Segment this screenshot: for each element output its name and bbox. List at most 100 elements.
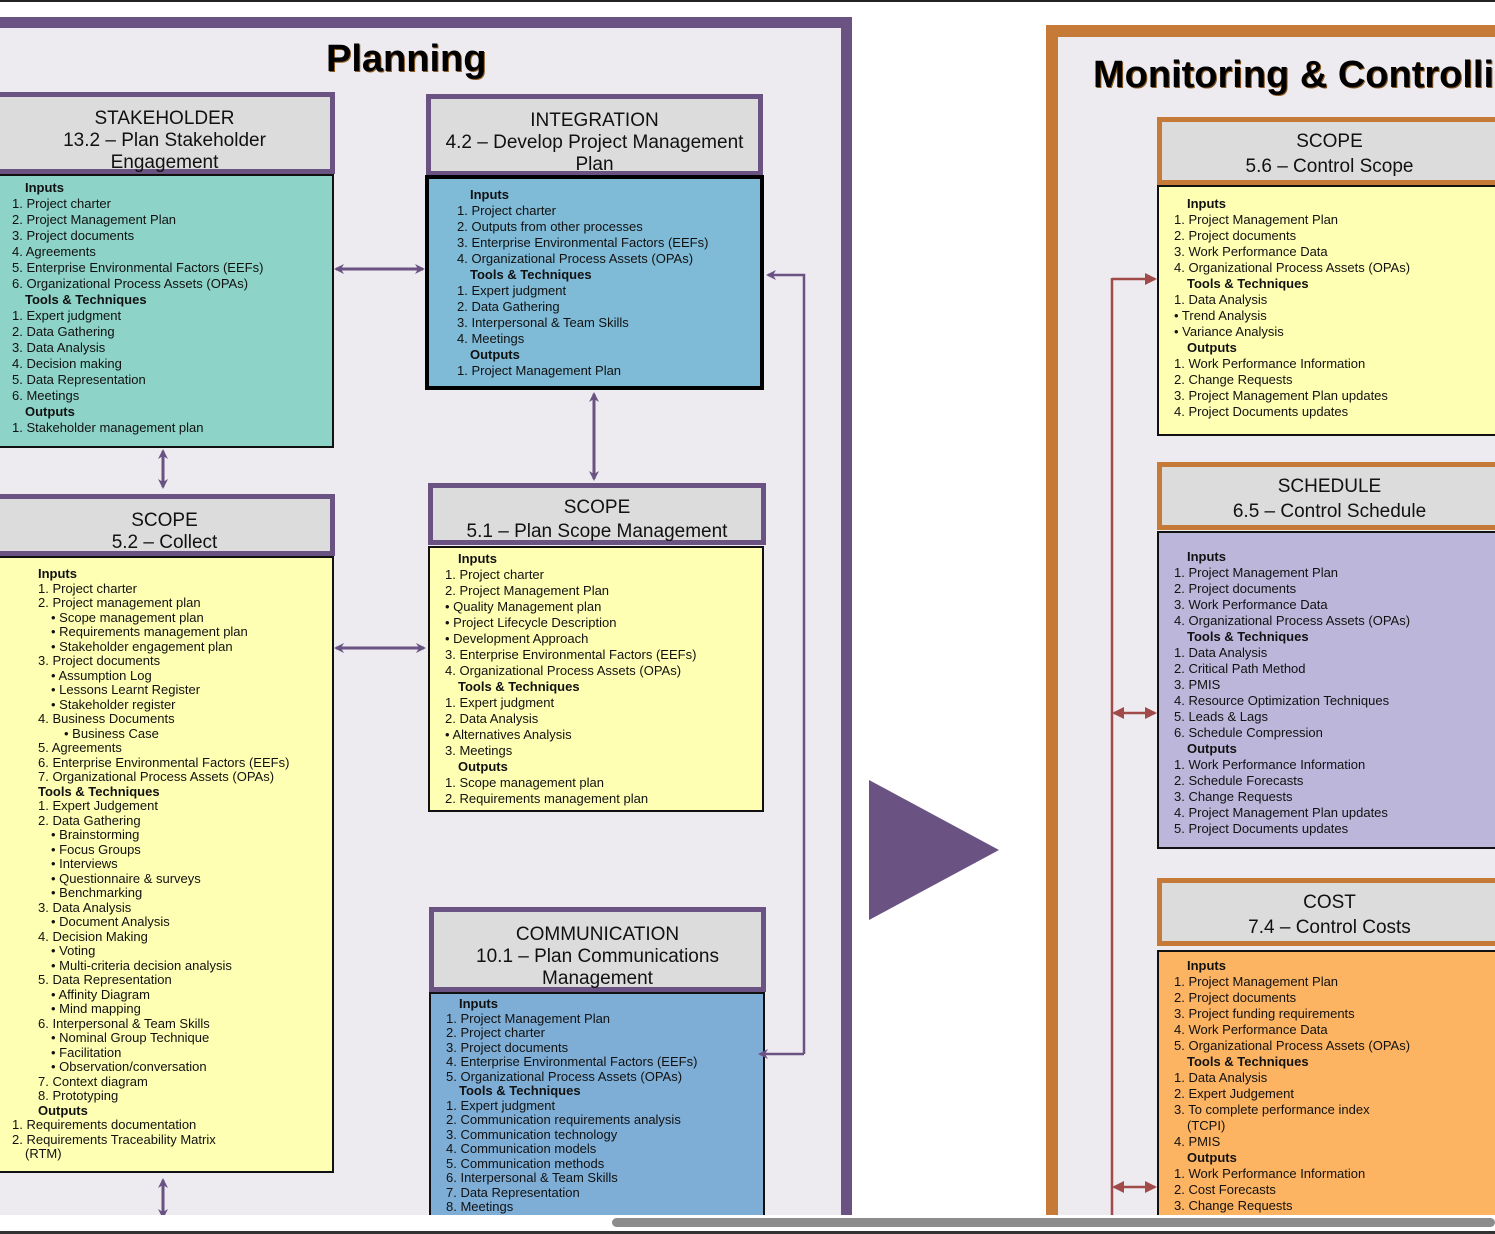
scope-plan-process: 5.1 – Plan Scope Management bbox=[466, 521, 728, 542]
list-item: • Project Lifecycle Description bbox=[445, 615, 617, 630]
list-item: 1. Expert Judgement bbox=[38, 798, 158, 813]
list-item: 3. To complete performance index bbox=[1174, 1102, 1370, 1117]
list-item: • Lessons Learnt Register bbox=[51, 682, 201, 697]
list-item: • Focus Groups bbox=[51, 841, 141, 857]
list-item: 5. Leads & Lags bbox=[1174, 709, 1268, 724]
list-item: 1. Scope management plan bbox=[445, 775, 604, 790]
list-item: 3. Data Analysis bbox=[38, 899, 132, 915]
list-item: • Affinity Diagram bbox=[51, 986, 150, 1002]
list-item: 5. Data Representation bbox=[12, 372, 146, 387]
communication-process: 10.1 – Plan Communications bbox=[476, 946, 719, 967]
scope-collect-header: SCOPE 5.2 – Collect bbox=[0, 494, 335, 556]
window-top-border bbox=[0, 0, 1495, 2]
communication-process-cont: Management bbox=[542, 968, 653, 989]
list-item: • Mind mapping bbox=[51, 1001, 141, 1016]
list-item: • Business Case bbox=[64, 725, 159, 741]
list-item: 1. Stakeholder management plan bbox=[12, 420, 204, 435]
list-item: 6. Organizational Process Assets (OPAs) bbox=[12, 276, 249, 291]
list-item: 5. Enterprise Environmental Factors (EEF… bbox=[12, 260, 264, 275]
list-item: 1. Expert judgment bbox=[457, 283, 567, 298]
section-heading: Inputs bbox=[1187, 549, 1226, 564]
list-item: 2. Project documents bbox=[1174, 228, 1297, 243]
list-item: 1. Expert judgment bbox=[445, 695, 555, 710]
list-item: 2. Change Requests bbox=[1174, 372, 1293, 387]
list-item: 6. Interpersonal & Team Skills bbox=[446, 1170, 618, 1185]
list-item: 2. Data Gathering bbox=[38, 812, 141, 828]
list-item: 3. Project Management Plan updates bbox=[1174, 388, 1388, 403]
list-item: 5. Organizational Process Assets (OPAs) bbox=[1174, 1038, 1411, 1053]
list-item: 1. Project charter bbox=[457, 203, 556, 218]
scope-plan-header: SCOPE 5.1 – Plan Scope Management bbox=[428, 483, 766, 545]
list-item: 7. Data Representation bbox=[446, 1184, 580, 1200]
list-item: 1. Expert judgment bbox=[12, 308, 122, 323]
list-item: • Nominal Group Technique bbox=[51, 1030, 210, 1045]
scope-control-area: SCOPE bbox=[1296, 131, 1363, 152]
list-item: 3. Enterprise Environmental Factors (EEF… bbox=[445, 647, 697, 662]
list-item: 1. Work Performance Information bbox=[1174, 757, 1366, 772]
list-item: 4. Business Documents bbox=[38, 711, 175, 726]
section-heading: Outputs bbox=[458, 759, 508, 774]
list-item: 4. Enterprise Environmental Factors (EEF… bbox=[446, 1054, 698, 1069]
list-item: 3. Project documents bbox=[38, 653, 161, 668]
section-heading: Outputs bbox=[1187, 741, 1237, 756]
list-item: 3. Work Performance Data bbox=[1174, 597, 1328, 612]
scope-plan-area: SCOPE bbox=[563, 497, 631, 518]
cost-control-area: COST bbox=[1303, 892, 1356, 913]
section-heading: Tools & Techniques bbox=[1187, 1054, 1309, 1069]
list-item: 2. Project documents bbox=[1174, 581, 1297, 596]
list-item: 2. Data Analysis bbox=[445, 711, 539, 726]
section-heading: Tools & Techniques bbox=[38, 783, 160, 799]
list-item: • Variance Analysis bbox=[1174, 324, 1284, 339]
list-item: 5. Communication methods bbox=[446, 1155, 605, 1171]
list-item: 4. Organizational Process Assets (OPAs) bbox=[457, 251, 694, 266]
horizontal-scrollbar-thumb[interactable] bbox=[612, 1218, 1495, 1227]
list-item: 2. Cost Forecasts bbox=[1174, 1182, 1276, 1197]
list-item: • Stakeholder register bbox=[51, 696, 176, 712]
list-item: 4. Meetings bbox=[457, 331, 525, 346]
list-item: 4. Work Performance Data bbox=[1174, 1022, 1328, 1037]
scope-collect-process: 5.2 – Collect bbox=[111, 532, 218, 553]
list-item: • Observation/conversation bbox=[51, 1059, 207, 1074]
list-item: 4. Organizational Process Assets (OPAs) bbox=[1174, 260, 1411, 275]
list-item: • Document Analysis bbox=[51, 914, 170, 929]
list-item: 1. Data Analysis bbox=[1174, 645, 1268, 660]
list-item: 1. Work Performance Information bbox=[1174, 356, 1366, 371]
list-item: 3. Change Requests bbox=[1174, 789, 1293, 804]
window-bottom-border bbox=[0, 1231, 1495, 1234]
monitoring-title: Monitoring & Controlling bbox=[1093, 54, 1495, 96]
list-item: 4. Organizational Process Assets (OPAs) bbox=[445, 663, 682, 678]
list-item: 6. Meetings bbox=[12, 388, 80, 403]
list-item: • Quality Management plan bbox=[445, 599, 602, 614]
stakeholder-process: 13.2 – Plan Stakeholder bbox=[63, 130, 266, 151]
list-item: • Stakeholder engagement plan bbox=[51, 638, 233, 654]
schedule-control-area: SCHEDULE bbox=[1277, 476, 1382, 497]
scope-collect-area: SCOPE bbox=[131, 510, 198, 531]
list-item: 3. Change Requests bbox=[1174, 1198, 1293, 1213]
list-item: 3. Project documents bbox=[12, 228, 135, 243]
planning-title: Planning bbox=[326, 38, 487, 80]
scope-control-header: SCOPE 5.6 – Control Scope bbox=[1157, 117, 1495, 185]
list-item: • Development Approach bbox=[445, 631, 589, 646]
cost-control-header: COST 7.4 – Control Costs bbox=[1157, 878, 1495, 946]
list-item: 1. Project charter bbox=[12, 196, 111, 211]
list-item: 4. Decision Making bbox=[38, 928, 148, 944]
scope-control-process: 5.6 – Control Scope bbox=[1245, 156, 1414, 177]
section-heading: Inputs bbox=[1187, 196, 1226, 211]
list-item: • Scope management plan bbox=[51, 609, 204, 625]
list-item: 2. Critical Path Method bbox=[1174, 661, 1306, 676]
list-item: 4. Agreements bbox=[12, 244, 96, 259]
list-item: 6. Enterprise Environmental Factors (EEF… bbox=[38, 754, 290, 770]
list-item: 4. PMIS bbox=[1174, 1134, 1221, 1149]
list-item: 3. Communication technology bbox=[446, 1126, 618, 1142]
list-item: 3. Work Performance Data bbox=[1174, 244, 1328, 259]
cost-control-process: 7.4 – Control Costs bbox=[1248, 917, 1411, 938]
list-item: 1. Project Management Plan bbox=[457, 363, 622, 378]
list-item: • Voting bbox=[51, 943, 96, 958]
integration-process: 4.2 – Develop Project Management bbox=[445, 132, 744, 153]
